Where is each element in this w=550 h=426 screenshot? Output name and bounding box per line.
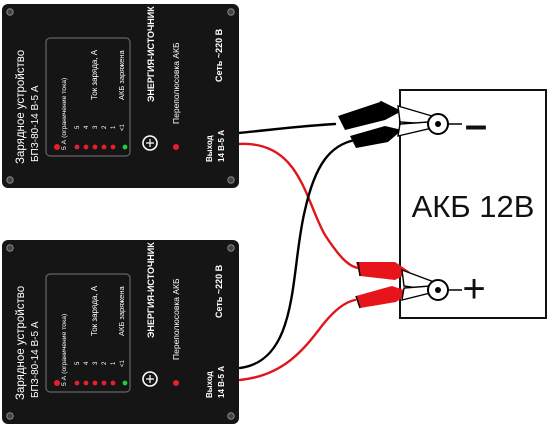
reverse-polarity-label: Переполюсовка АКБ (171, 278, 181, 360)
scale-label: <1 (120, 123, 126, 131)
battery-label: АКБ 12В (412, 189, 535, 224)
brand-name: ЭНЕРГИЯ-ИСТОЧНИК (146, 242, 156, 338)
reverse-polarity-label: Переполюсовка АКБ (171, 42, 181, 124)
scale-label: 5 (75, 361, 81, 365)
screw-icon (6, 244, 235, 420)
indicator-panel-frame (45, 273, 131, 393)
charger-bottom: Зарядное устройство БПЗ-80-14 В-5 А 5 А … (2, 240, 239, 424)
scale-label: 1 (111, 361, 117, 365)
wire-top-black (236, 122, 337, 135)
wire-top-red (236, 142, 362, 270)
scale-label: 4 (84, 125, 90, 129)
scale-label: 3 (93, 361, 99, 365)
clamp-minus-lower (350, 126, 402, 148)
current-scale: 5 4 3 2 1 <1 (75, 359, 126, 367)
led-indicator-icon (54, 380, 179, 386)
charger-model: БПЗ-80-14 В-5 А (30, 85, 41, 162)
current-limit-note: 5 А (ограничение тока) (61, 78, 68, 150)
charger-top: Зарядное устройство БПЗ-80-14 В-5 А 5 А … (2, 4, 239, 188)
wire-bottom-red (238, 298, 357, 382)
brand-logo-icon (142, 371, 158, 387)
output-label: Выход (205, 371, 214, 398)
charge-current-label: Ток заряда, А (90, 49, 99, 100)
wires (236, 122, 362, 382)
led-indicator-icon (54, 144, 179, 150)
charger-housing (2, 4, 239, 188)
mains-label: Сеть ~220 В (214, 264, 224, 318)
output-label: Выход (205, 135, 214, 162)
charger-title: Зарядное устройство (15, 50, 27, 164)
indicator-panel-frame (45, 37, 131, 157)
output-value: 14 В-5 А (217, 366, 226, 398)
clamp-plus-upper (356, 261, 410, 280)
scale-label: 2 (102, 361, 108, 365)
wire-bottom-black (238, 138, 357, 370)
charger-housing (2, 240, 239, 424)
current-scale: 5 4 3 2 1 <1 (75, 123, 126, 131)
charger-title: Зарядное устройство (15, 286, 27, 400)
scale-label: 2 (102, 125, 108, 129)
battery-minus-sign: – (465, 103, 487, 147)
battery-charged-label: АКБ заряжена (117, 50, 126, 100)
brand-logo-icon (142, 135, 158, 151)
battery-charged-label: АКБ заряжена (117, 286, 126, 336)
battery-plus-sign: + (462, 267, 485, 311)
output-value: 14 В-5 А (217, 130, 226, 162)
clamp-plus-lower (355, 286, 410, 309)
scale-label: 5 (75, 125, 81, 129)
current-limit-note: 5 А (ограничение тока) (61, 314, 68, 386)
screw-icon (6, 8, 235, 184)
charger-model: БПЗ-80-14 В-5 А (30, 321, 41, 398)
scale-label: <1 (120, 359, 126, 367)
clamp-plus-jaws-icon (401, 268, 462, 301)
clamp-minus-jaws-icon (397, 105, 462, 137)
brand-name: ЭНЕРГИЯ-ИСТОЧНИК (146, 6, 156, 102)
mains-label: Сеть ~220 В (214, 28, 224, 82)
scale-label: 4 (84, 361, 90, 365)
charge-current-label: Ток заряда, А (90, 285, 99, 336)
scale-label: 1 (111, 125, 117, 129)
scale-label: 3 (93, 125, 99, 129)
